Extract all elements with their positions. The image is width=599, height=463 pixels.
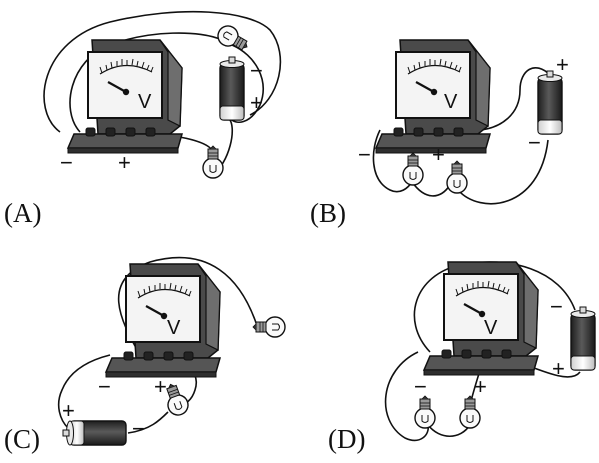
panel-d-meter-pos: + [474,374,487,399]
panel-b-meter-pos: + [432,142,445,167]
panel-d [384,260,596,442]
panel-c-battery-icon [62,420,127,446]
panel-b [372,38,563,205]
panel-b-voltmeter-icon [374,38,492,155]
panel-c-meter-label: V [167,317,181,339]
panel-a-voltmeter-icon [66,38,184,155]
panel-d-battery-neg: − [550,294,563,319]
panel-a-bulb-2-icon [202,145,224,179]
panel-d-bulb-2-icon [459,395,481,429]
panel-d-meter-label: V [484,317,498,339]
panel-b-meter-label: V [444,91,458,113]
panel-a-battery-icon [219,56,245,121]
panel-b-caption: (B) [310,198,346,228]
panel-a-caption: (A) [4,198,42,228]
panel-d-meter-neg: − [414,374,427,399]
panel-d-voltmeter-icon [422,260,540,377]
panel-a-battery-neg: − [250,58,263,83]
panel-b-wires [372,67,551,205]
panel-a [43,10,282,179]
panel-b-battery-icon [537,70,563,135]
panel-d-battery-pos: + [552,356,565,381]
panel-c-battery-neg: − [132,416,145,441]
panel-a-battery-pos: + [250,90,263,115]
panel-b-battery-pos: + [556,52,569,77]
panel-d-bulb-1-icon [414,395,436,429]
panel-a-meter-neg: − [60,150,73,175]
panel-c-meter-neg: − [98,374,111,399]
panel-d-battery-icon [570,306,596,371]
panel-a-meter-label: V [138,91,152,113]
panel-d-caption: (D) [328,424,366,454]
panel-b-bulb-2-icon [446,160,468,194]
panel-a-bulb-1-icon [213,21,253,57]
panel-c-battery-pos: + [62,398,75,423]
panel-b-meter-neg: − [358,142,371,167]
panel-c-meter-pos: + [154,374,167,399]
panel-b-battery-neg: − [528,130,541,155]
panel-c-caption: (C) [4,424,40,454]
panel-c [57,256,286,446]
panel-a-meter-pos: + [118,150,131,175]
panel-b-bulb-1-icon [402,152,424,186]
panel-c-bulb-1-icon [252,316,286,338]
